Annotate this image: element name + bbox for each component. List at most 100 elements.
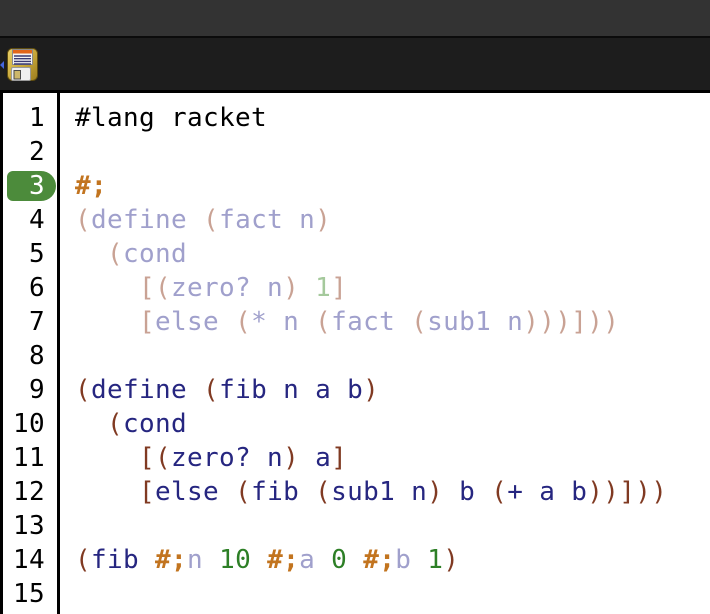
code-token: [( [139,443,172,473]
code-token: ))])) [587,477,668,507]
code-token: ) [283,273,316,303]
code-token: * n [251,307,316,337]
code-token: ( [107,239,124,269]
line-number-cell: 3 [3,169,57,203]
code-line[interactable]: #; [75,169,710,203]
code-token [75,409,107,439]
line-number-cell: 12 [3,475,57,509]
line-number-cell: 7 [3,305,57,339]
code-token: ) [283,443,316,473]
line-number: 3 [28,171,45,201]
code-line[interactable]: #lang racket [75,101,710,135]
code-line[interactable]: (fib #;n 10 #;a 0 #;b 1) [75,543,710,577]
line-number-cell: 9 [3,373,57,407]
code-token: define [91,375,204,405]
code-token: 1 [427,545,444,575]
line-number: 10 [12,409,45,439]
code-token: zero? n [171,273,284,303]
code-token [347,545,363,575]
line-number: 14 [12,545,45,575]
line-number: 1 [28,103,45,133]
code-line[interactable]: (define (fact n) [75,203,710,237]
code-token: else [155,477,236,507]
code-token: ( [315,477,332,507]
code-line[interactable]: [else (fib (sub1 n) b (+ a b))])) [75,475,710,509]
code-token: sub1 n [427,307,524,337]
line-number: 11 [12,443,45,473]
code-line[interactable] [75,577,710,611]
line-number: 9 [28,375,45,405]
save-button[interactable] [7,47,38,84]
line-number-cell: 8 [3,339,57,373]
code-token: ] [331,443,348,473]
code-token [251,545,267,575]
code-token [75,307,139,337]
code-line[interactable]: [else (* n (fact (sub1 n)))])) [75,305,710,339]
code-token: zero? n [171,443,284,473]
code-token: cond [123,239,188,269]
code-token: b [395,545,412,575]
code-token [75,477,139,507]
code-token: #; [75,171,108,201]
code-line[interactable]: (define (fib n a b) [75,373,710,407]
code-token: [ [139,307,156,337]
code-token: fib [91,545,156,575]
code-token: ( [235,307,252,337]
collapse-left-arrow-icon[interactable] [0,61,4,69]
code-token [411,545,427,575]
code-token: sub1 n [331,477,428,507]
code-token: b [459,477,492,507]
code-token: ( [203,375,220,405]
editor-lines[interactable]: #lang racket#;(define (fact n) (cond [(z… [60,93,710,614]
line-number-cell: 1 [3,101,57,135]
code-token [75,273,139,303]
line-number: 8 [28,341,45,371]
code-line[interactable]: (cond [75,237,710,271]
code-line[interactable] [75,135,710,169]
code-token: ( [203,205,220,235]
line-number-cell: 6 [3,271,57,305]
code-line[interactable] [75,339,710,373]
line-number: 6 [28,273,45,303]
code-token: 1 [315,273,332,303]
code-token: ] [331,273,348,303]
code-token: #; [363,545,396,575]
code-line[interactable]: (cond [75,407,710,441]
line-number-cell: 2 [3,135,57,169]
active-line-badge [7,171,56,201]
code-token: fact n [219,205,316,235]
code-token: #lang racket [75,103,268,133]
line-number-cell: 10 [3,407,57,441]
code-token: #; [155,545,188,575]
line-number: 2 [28,137,45,167]
code-line[interactable]: [(zero? n) a] [75,441,710,475]
code-line[interactable]: [(zero? n) 1] [75,271,710,305]
code-token: ( [75,205,92,235]
code-token [203,545,219,575]
code-token: + a b [507,477,588,507]
code-token: 0 [331,545,348,575]
code-token: ( [235,477,252,507]
code-line[interactable] [75,509,710,543]
code-token: ) [363,375,380,405]
code-token: ) [315,205,332,235]
line-number-cell: 14 [3,543,57,577]
line-number-cell: 5 [3,237,57,271]
code-token: a [315,443,332,473]
code-token: ( [75,545,92,575]
code-token: ( [491,477,508,507]
code-token: ) [427,477,460,507]
code-token [75,443,139,473]
code-token: #; [267,545,300,575]
code-token: fib n a b [219,375,364,405]
floppy-disk-save-icon [7,47,38,84]
code-token: )))])) [523,307,620,337]
code-token: 10 [219,545,252,575]
code-token: ( [411,307,428,337]
code-token: fib [251,477,316,507]
code-token: [ [139,477,156,507]
line-number: 12 [12,477,45,507]
line-number: 5 [28,239,45,269]
